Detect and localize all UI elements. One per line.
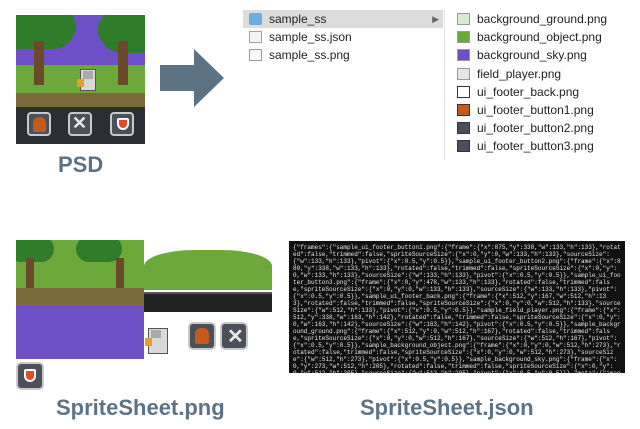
- finder-item-background-sky[interactable]: background_sky.png: [451, 46, 631, 64]
- png-thumbnail-icon: [457, 31, 470, 43]
- finder-item-field-player[interactable]: field_player.png: [451, 65, 631, 83]
- json-file-icon: [249, 31, 262, 43]
- psd-preview-image: ✕: [16, 15, 145, 144]
- png-thumbnail-icon: [457, 68, 470, 80]
- finder-item-ui-footer-button1[interactable]: ui_footer_button1.png: [451, 101, 631, 119]
- swords-button-icon: ✕: [220, 322, 248, 350]
- door-button-icon: [27, 112, 51, 136]
- file-name: sample_ss: [269, 12, 326, 26]
- finder-item-sample-ss-json[interactable]: sample_ss.json: [243, 28, 443, 46]
- finder-item-sample-ss-folder[interactable]: sample_ss ▶: [243, 10, 443, 28]
- door-button-icon: [188, 322, 216, 350]
- spritesheet-json-label: SpriteSheet.json: [360, 395, 534, 421]
- png-thumbnail-icon: [457, 122, 470, 134]
- finder-item-background-ground[interactable]: background_ground.png: [451, 10, 631, 28]
- file-name: background_ground.png: [477, 12, 607, 26]
- file-name: ui_footer_back.png: [477, 85, 579, 99]
- png-thumbnail-icon: [457, 104, 470, 116]
- knight-sprite: [80, 69, 96, 91]
- finder-column-2: background_ground.png background_object.…: [451, 10, 631, 156]
- file-name: background_object.png: [477, 30, 602, 44]
- file-name: background_sky.png: [477, 48, 587, 62]
- finder-column-view: sample_ss ▶ sample_ss.json sample_ss.png…: [243, 10, 628, 160]
- psd-label: PSD: [58, 152, 103, 178]
- png-file-icon: [249, 49, 262, 61]
- arrow-right-icon: [160, 45, 226, 111]
- finder-item-background-object[interactable]: background_object.png: [451, 28, 631, 46]
- file-name: sample_ss.json: [269, 30, 352, 44]
- file-name: ui_footer_button1.png: [477, 103, 594, 117]
- knight-sprite: [148, 328, 168, 354]
- json-preview-panel: {"frames":{"sample_ui_footer_button1.png…: [289, 241, 625, 373]
- spritesheet-png-label: SpriteSheet.png: [56, 395, 225, 421]
- file-name: ui_footer_button3.png: [477, 139, 594, 153]
- finder-item-ui-footer-button3[interactable]: ui_footer_button3.png: [451, 137, 631, 155]
- folder-icon: [249, 13, 262, 25]
- png-thumbnail-icon: [457, 13, 470, 25]
- shield-button-icon: [16, 362, 44, 390]
- json-text: {"frames":{"sample_ui_footer_button1.png…: [289, 241, 625, 373]
- finder-column-1: sample_ss ▶ sample_ss.json sample_ss.png: [243, 10, 443, 64]
- file-name: ui_footer_button2.png: [477, 121, 594, 135]
- spritesheet-image: ✕: [16, 240, 272, 390]
- png-thumbnail-icon: [457, 86, 470, 98]
- finder-item-sample-ss-png[interactable]: sample_ss.png: [243, 46, 443, 64]
- png-thumbnail-icon: [457, 49, 470, 61]
- column-divider: [444, 10, 445, 160]
- file-name: field_player.png: [477, 67, 561, 81]
- shield-button-icon: [110, 112, 134, 136]
- chevron-right-icon: ▶: [432, 10, 439, 28]
- png-thumbnail-icon: [457, 140, 470, 152]
- finder-item-ui-footer-button2[interactable]: ui_footer_button2.png: [451, 119, 631, 137]
- file-name: sample_ss.png: [269, 48, 350, 62]
- swords-button-icon: ✕: [68, 112, 92, 136]
- finder-item-ui-footer-back[interactable]: ui_footer_back.png: [451, 83, 631, 101]
